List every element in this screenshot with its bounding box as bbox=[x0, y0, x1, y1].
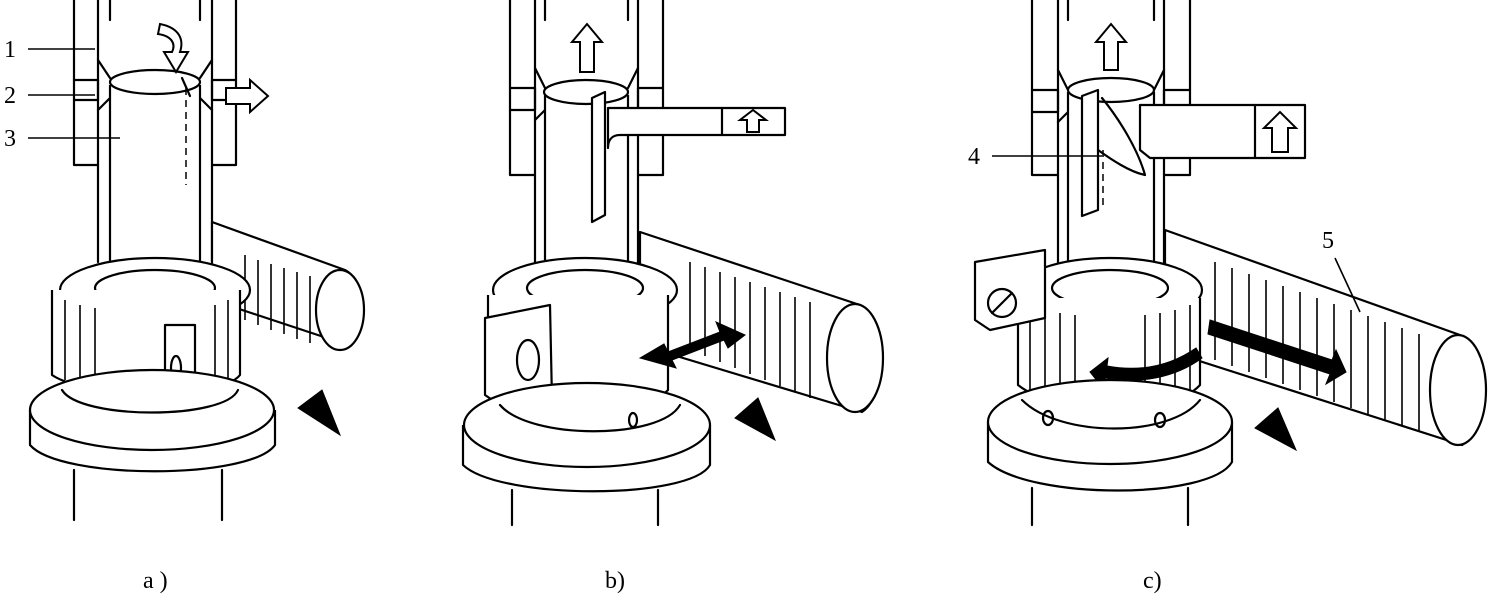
flow-curve-arrow-icon bbox=[156, 22, 190, 74]
rotation-arrow-c-icon bbox=[1089, 347, 1203, 394]
lift-arrow-b-icon bbox=[569, 22, 605, 73]
rod-up-arrow-b-icon bbox=[737, 108, 769, 133]
control-rod-c bbox=[1138, 103, 1307, 160]
rack-motion-arrow-b-icon bbox=[638, 321, 746, 369]
lift-arrow-c-icon bbox=[1093, 22, 1129, 71]
flow-out-arrow-icon bbox=[225, 77, 270, 115]
control-rod-b bbox=[606, 106, 787, 150]
direction-marker-a-icon bbox=[297, 389, 342, 437]
helix-edge-c bbox=[1096, 96, 1147, 177]
callout-1: 1 bbox=[4, 37, 16, 63]
callout-5: 5 bbox=[1322, 228, 1334, 254]
rack-teeth-c bbox=[1214, 262, 1420, 432]
clamp-c bbox=[973, 248, 1047, 332]
panel-a-caption: a ) bbox=[143, 568, 168, 594]
clamp-hole-b bbox=[515, 338, 541, 382]
rod-up-arrow-c-icon bbox=[1261, 110, 1299, 153]
callout-4: 4 bbox=[968, 144, 980, 170]
plunger-top-face-b bbox=[542, 78, 630, 106]
callout-2: 2 bbox=[4, 83, 16, 109]
callout-3: 3 bbox=[4, 126, 16, 152]
port-a bbox=[72, 78, 238, 102]
panel-b-caption: b) bbox=[605, 568, 625, 594]
direction-marker-b-icon bbox=[734, 397, 776, 442]
direction-marker-c-icon bbox=[1254, 407, 1298, 452]
port-chamfer-a bbox=[96, 58, 214, 112]
panel-c: 4 5 bbox=[968, 0, 1488, 594]
barrel-outline-a bbox=[72, 0, 238, 264]
plunger-groove-c bbox=[1080, 88, 1100, 218]
panel-c-caption: c) bbox=[1143, 568, 1162, 594]
panel-b: b) bbox=[461, 0, 885, 594]
plunger-groove-b bbox=[590, 90, 607, 224]
plunger-top-face-a bbox=[108, 68, 202, 96]
panel-a: 1 2 3 a ) bbox=[4, 0, 366, 594]
rack-motion-arrow-c-icon bbox=[1207, 319, 1347, 386]
rack-teeth-b bbox=[689, 262, 811, 398]
barrel-outline-c bbox=[1030, 0, 1192, 270]
leader-5 bbox=[1334, 257, 1361, 313]
